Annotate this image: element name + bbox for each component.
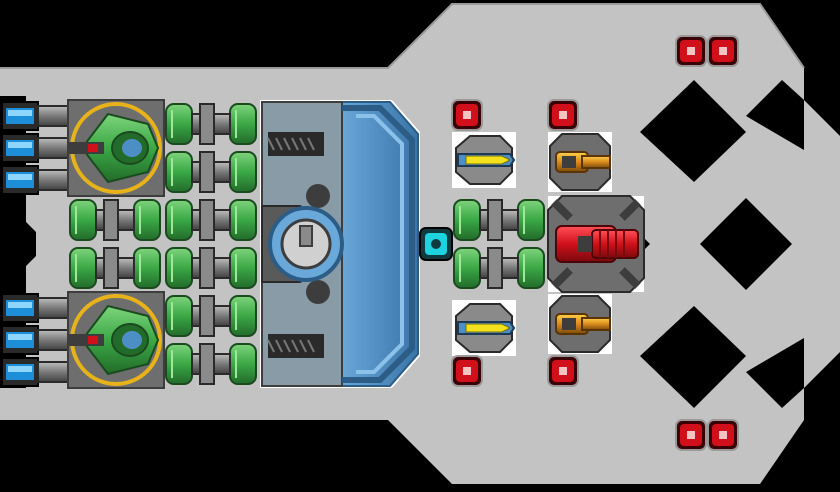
door-marker[interactable] [547, 355, 579, 387]
green-turret-lower[interactable] [67, 291, 165, 389]
green-turret-upper[interactable] [67, 99, 165, 197]
thruster-module[interactable] [1, 165, 69, 195]
fuel-tank-array [69, 103, 257, 385]
fuel-tank[interactable] [165, 151, 257, 193]
red-cannon[interactable] [547, 195, 645, 293]
door-marker[interactable] [451, 355, 483, 387]
thruster-module[interactable] [1, 357, 69, 387]
fuel-tank[interactable] [165, 247, 257, 289]
cyan-connector[interactable] [419, 227, 453, 261]
door-marker[interactable] [547, 99, 579, 131]
fuel-tank[interactable] [165, 295, 257, 337]
thruster-module[interactable] [1, 133, 69, 163]
beam-weapon[interactable] [452, 300, 516, 356]
fuel-tank[interactable] [165, 343, 257, 385]
door-marker[interactable] [675, 35, 707, 67]
fuel-tank[interactable] [453, 247, 545, 289]
door-marker[interactable] [675, 419, 707, 451]
forward-tank-array [453, 199, 545, 289]
door-marker[interactable] [451, 99, 483, 131]
laser-weapon[interactable] [548, 294, 612, 354]
laser-weapon[interactable] [548, 132, 612, 192]
thruster-module[interactable] [1, 325, 69, 355]
reactor-core[interactable] [260, 100, 420, 388]
left-thruster-bank [1, 101, 69, 387]
weapon-mounts [452, 132, 612, 356]
door-marker[interactable] [707, 419, 739, 451]
fuel-tank[interactable] [453, 199, 545, 241]
door-marker[interactable] [707, 35, 739, 67]
fuel-tank[interactable] [165, 199, 257, 241]
thruster-module[interactable] [1, 101, 69, 131]
red-door-markers [451, 35, 739, 451]
fuel-tank[interactable] [69, 199, 161, 241]
thruster-module[interactable] [1, 293, 69, 323]
beam-weapon[interactable] [452, 132, 516, 188]
fuel-tank[interactable] [165, 103, 257, 145]
fuel-tank[interactable] [69, 247, 161, 289]
